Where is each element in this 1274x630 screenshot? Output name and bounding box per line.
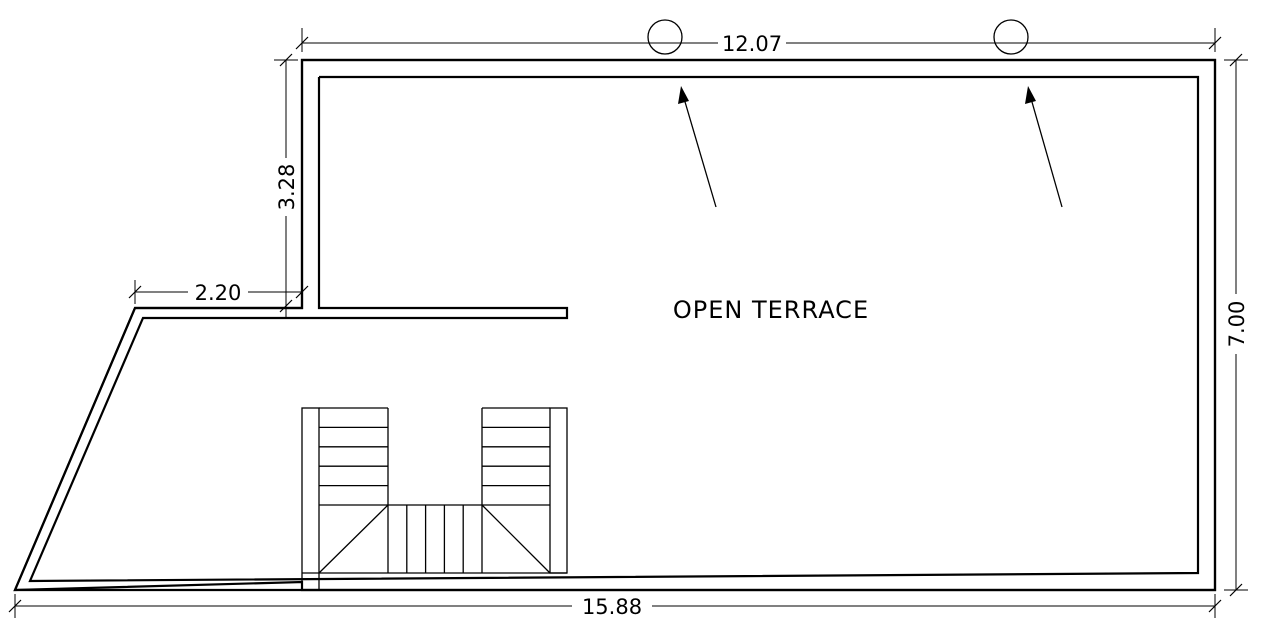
dimension-top: 12.07: [295, 28, 1222, 56]
inner-wall-right-part: [302, 77, 569, 320]
stair-left-stringer: [301, 407, 320, 591]
winder-left: [318, 504, 389, 574]
dimension-label-left-ledge: 2.20: [195, 281, 242, 305]
dimension-right: 7.00: [1224, 53, 1249, 597]
dimension-left-upper: 3.28: [274, 53, 299, 319]
room-label: OPEN TERRACE: [673, 296, 869, 324]
stair-left-flight: [319, 426, 388, 506]
staircase: [301, 407, 568, 591]
stair-right-stringer: [549, 407, 568, 574]
winder-right: [481, 504, 551, 574]
stair-landing-treads: [406, 505, 464, 573]
dimension-label-top: 12.07: [722, 32, 782, 56]
circle-marker: [993, 19, 1029, 55]
dimension-label-left-upper: 3.28: [275, 164, 299, 211]
dimension-label-bottom: 15.88: [582, 595, 642, 619]
dimension-label-right: 7.00: [1225, 301, 1249, 348]
arrow: [678, 86, 717, 208]
inner-wall: [28, 75, 1200, 583]
outer-boundary: [13, 58, 1217, 592]
dimension-bottom: 15.88: [8, 594, 1222, 619]
dimension-left-ledge: 2.20: [128, 280, 309, 305]
stair-right-flight: [482, 426, 550, 506]
outer-wall: [13, 58, 1217, 592]
circle-marker: [647, 19, 683, 55]
arrow: [1025, 86, 1063, 208]
